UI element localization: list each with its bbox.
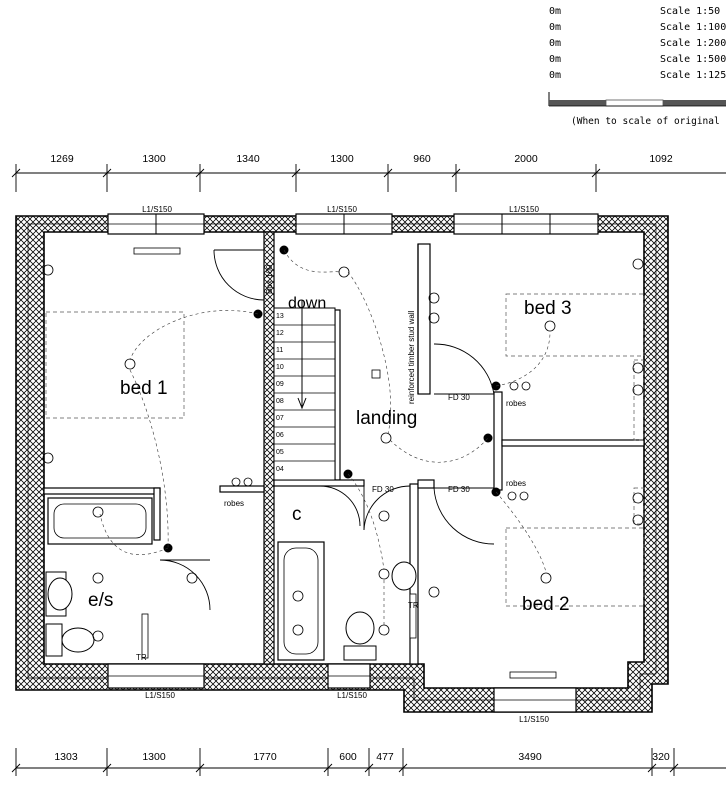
- dimension-label: 1300: [142, 153, 166, 165]
- scale-origin: 0m: [549, 22, 561, 33]
- lintel-label: L1/S150: [509, 205, 539, 214]
- towel-rail-label: TR: [136, 653, 147, 662]
- room-label-bed1: bed 1: [120, 378, 168, 399]
- room-label-bed3: bed 3: [524, 298, 572, 319]
- basin-ensuite: [45, 571, 73, 617]
- dimension-label: 1303: [54, 751, 78, 763]
- scale-origin: 0m: [549, 54, 561, 65]
- radiator: [509, 671, 557, 679]
- stair-number: 09: [276, 381, 284, 388]
- scale-label: Scale 1:1250: [660, 70, 726, 81]
- scale-label: Scale 1:200: [660, 38, 726, 49]
- stud-wall-label: reinforced timber stud wall: [407, 310, 416, 404]
- scale-label: Scale 1:500: [660, 54, 726, 65]
- bath-ensuite: [47, 497, 153, 545]
- dimension-label: 960: [413, 153, 431, 165]
- dimension-label: 600: [339, 751, 357, 763]
- window-bottom-right: [493, 687, 577, 713]
- dimension-label: 3490: [518, 751, 542, 763]
- robes-label: robes: [506, 479, 526, 488]
- stair-number: 06: [276, 432, 284, 439]
- internal-walls: [43, 231, 645, 665]
- lintel-label: L1/S150: [519, 715, 549, 724]
- lintel-label: L1/S150: [142, 205, 172, 214]
- dimension-label: 1300: [142, 751, 166, 763]
- scale-origin: 0m: [549, 70, 561, 81]
- stair-number: 04: [276, 466, 284, 473]
- toilet-ensuite: [45, 623, 95, 657]
- dimension-label: 1300: [330, 153, 354, 165]
- stair-number: 07: [276, 415, 284, 422]
- stair-number: 13: [276, 313, 284, 320]
- dimension-label: 320: [652, 751, 670, 763]
- room-label-cupboard: c: [292, 504, 302, 525]
- scale-origin: 0m: [549, 6, 561, 17]
- window-top-right: [453, 213, 599, 235]
- window-bottom-middle: [327, 663, 371, 689]
- radiator: [141, 613, 149, 659]
- wiring-routes: [99, 249, 551, 626]
- robes-label: robes: [506, 399, 526, 408]
- stair-number: 08: [276, 398, 284, 405]
- room-zone-outlines: [45, 293, 645, 607]
- radiator: [133, 247, 181, 255]
- dimension-label: 1770: [253, 751, 277, 763]
- window-top-left: [107, 213, 205, 235]
- scale-label: Scale 1:100: [660, 22, 726, 33]
- room-label-landing: landing: [356, 408, 417, 429]
- switches: [163, 245, 501, 553]
- staircase: [273, 300, 336, 481]
- radiator: [409, 593, 417, 639]
- room-label-bed2: bed 2: [522, 594, 570, 615]
- bath-family: [277, 541, 325, 661]
- room-label-ensuite: e/s: [88, 590, 113, 611]
- dimension-label: 1340: [236, 153, 260, 165]
- stair-number: 10: [276, 364, 284, 371]
- scale-legend: 0m 0m 0m 0m 0m Scale 1:50 Scale 1:100 Sc…: [548, 6, 726, 127]
- toilet-bathroom: [343, 611, 377, 661]
- stair-number: 12: [276, 330, 284, 337]
- towel-rail-label: TR: [408, 601, 419, 610]
- lintel-label: L1/S150: [337, 691, 367, 700]
- access-hatch: [371, 369, 381, 379]
- dimension-label: 1092: [649, 153, 673, 165]
- robes-label: robes: [224, 499, 244, 508]
- stair-number: 05: [276, 449, 284, 456]
- basin-bathroom: [391, 561, 417, 591]
- dimension-label: 2000: [514, 153, 538, 165]
- window-bottom-left: [107, 663, 205, 689]
- scale-bar: [548, 92, 726, 107]
- box-label: Box 100: [265, 264, 274, 294]
- fire-door-label: FD 30: [448, 485, 470, 494]
- external-walls: [15, 215, 669, 713]
- lintel-label: L1/S150: [145, 691, 175, 700]
- window-top-middle: [295, 213, 393, 235]
- scale-origin: 0m: [549, 38, 561, 49]
- top-dimension-line: [11, 164, 726, 192]
- scale-note: (When to scale of original plan bar s: [571, 116, 726, 127]
- robes-hanger-icon: [231, 381, 531, 501]
- bottom-dimension-line: [11, 748, 726, 776]
- fire-door-label: FD 30: [372, 485, 394, 494]
- lintel-label: L1/S150: [327, 205, 357, 214]
- stair-direction-label: down: [288, 295, 326, 312]
- stair-number: 11: [276, 347, 283, 354]
- fire-door-label: FD 30: [448, 393, 470, 402]
- scale-label: Scale 1:50: [660, 6, 720, 17]
- dimension-label: 477: [376, 751, 394, 763]
- dimension-label: 1269: [50, 153, 74, 165]
